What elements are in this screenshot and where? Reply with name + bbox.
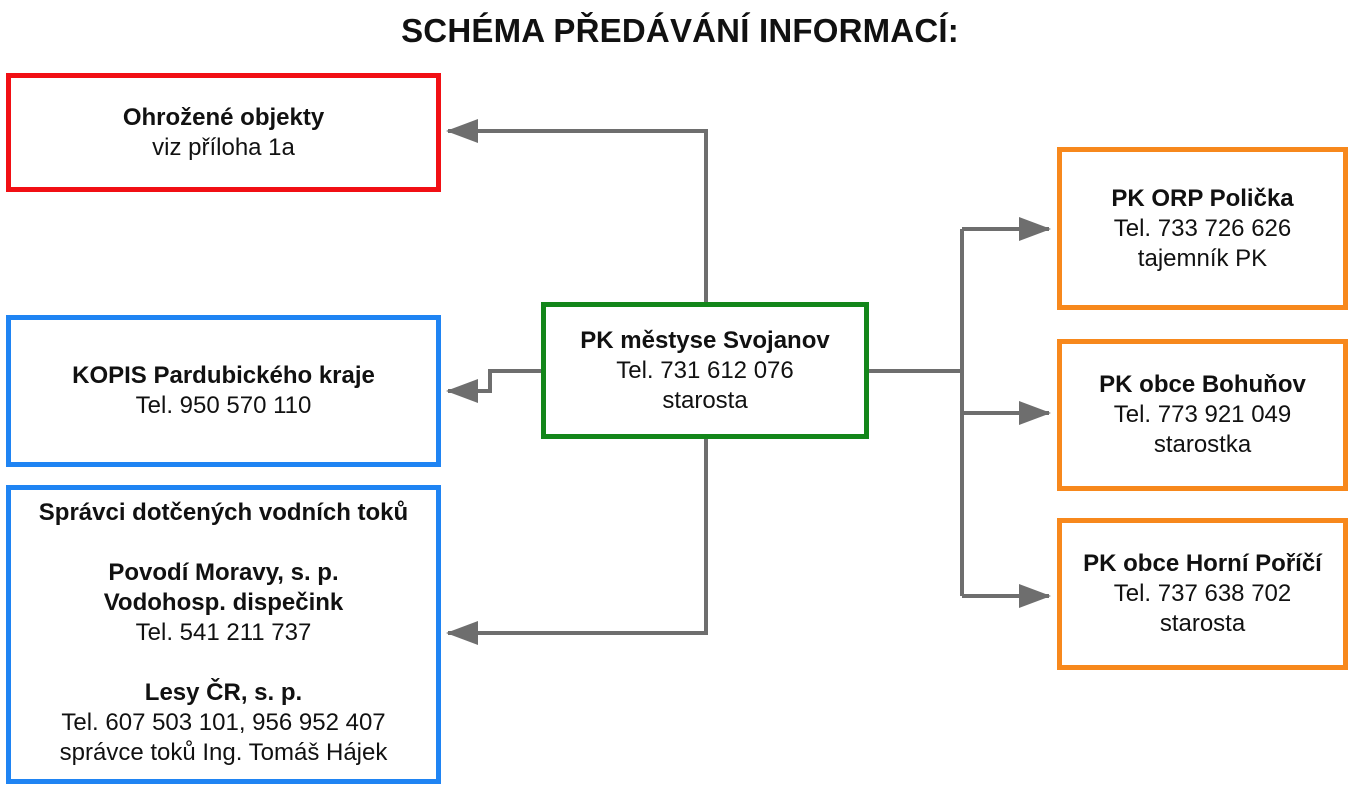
lesy-role: správce toků Ing. Tomáš Hájek	[59, 739, 388, 766]
box-porici-phone: Tel. 737 638 702	[1113, 580, 1292, 607]
box-ohrozene-note: viz příloha 1a	[152, 133, 295, 161]
box-bohunov-title: PK obce Bohuňov	[1099, 371, 1306, 398]
box-kopis-phone: Tel. 950 570 110	[135, 392, 312, 419]
box-center-role: starosta	[662, 386, 748, 414]
box-kopis-title: KOPIS Pardubického kraje	[72, 362, 375, 389]
box-pk-horni-porici: PK obce Horní Poříčí Tel. 737 638 702 st…	[1057, 518, 1348, 670]
connector-to-ohrozene	[446, 119, 708, 302]
box-ohrozene-objekty: Ohrožené objekty viz příloha 1a	[6, 73, 441, 192]
box-center-phone: Tel. 731 612 076	[616, 356, 794, 384]
box-orp-phone: Tel. 733 726 626	[1113, 214, 1292, 242]
box-spravci-toku: Správci dotčených vodních toků Povodí Mo…	[6, 485, 441, 784]
box-ohrozene-title: Ohrožené objekty	[122, 103, 325, 131]
povodi-phone: Tel. 541 211 737	[135, 619, 312, 646]
box-pk-orp-policka: PK ORP Polička Tel. 733 726 626 tajemník…	[1057, 147, 1348, 310]
box-orp-title: PK ORP Polička	[1111, 184, 1294, 212]
povodi-name: Povodí Moravy, s. p.	[108, 559, 339, 586]
lesy-phone: Tel. 607 503 101, 956 952 407	[61, 709, 386, 736]
lesy-name: Lesy ČR, s. p.	[144, 679, 303, 706]
box-center-title: PK městyse Svojanov	[580, 326, 830, 354]
connector-to-spravci	[446, 439, 708, 645]
box-orp-role: tajemník PK	[1137, 244, 1268, 272]
connector-to-kopis	[446, 369, 541, 403]
box-porici-title: PK obce Horní Poříčí	[1083, 550, 1322, 577]
box-bohunov-role: starostka	[1153, 431, 1252, 458]
povodi-dispatch: Vodohosp. dispečink	[103, 589, 344, 616]
box-pk-bohunov: PK obce Bohuňov Tel. 773 921 049 starost…	[1057, 339, 1348, 491]
box-spravci-header: Správci dotčených vodních toků	[38, 499, 409, 526]
box-pk-svojanov: PK městyse Svojanov Tel. 731 612 076 sta…	[541, 302, 869, 439]
box-kopis: KOPIS Pardubického kraje Tel. 950 570 11…	[6, 315, 441, 467]
box-bohunov-phone: Tel. 773 921 049	[1113, 401, 1292, 428]
diagram-title: SCHÉMA PŘEDÁVÁNÍ INFORMACÍ:	[401, 12, 959, 49]
box-porici-role: starosta	[1159, 610, 1246, 637]
